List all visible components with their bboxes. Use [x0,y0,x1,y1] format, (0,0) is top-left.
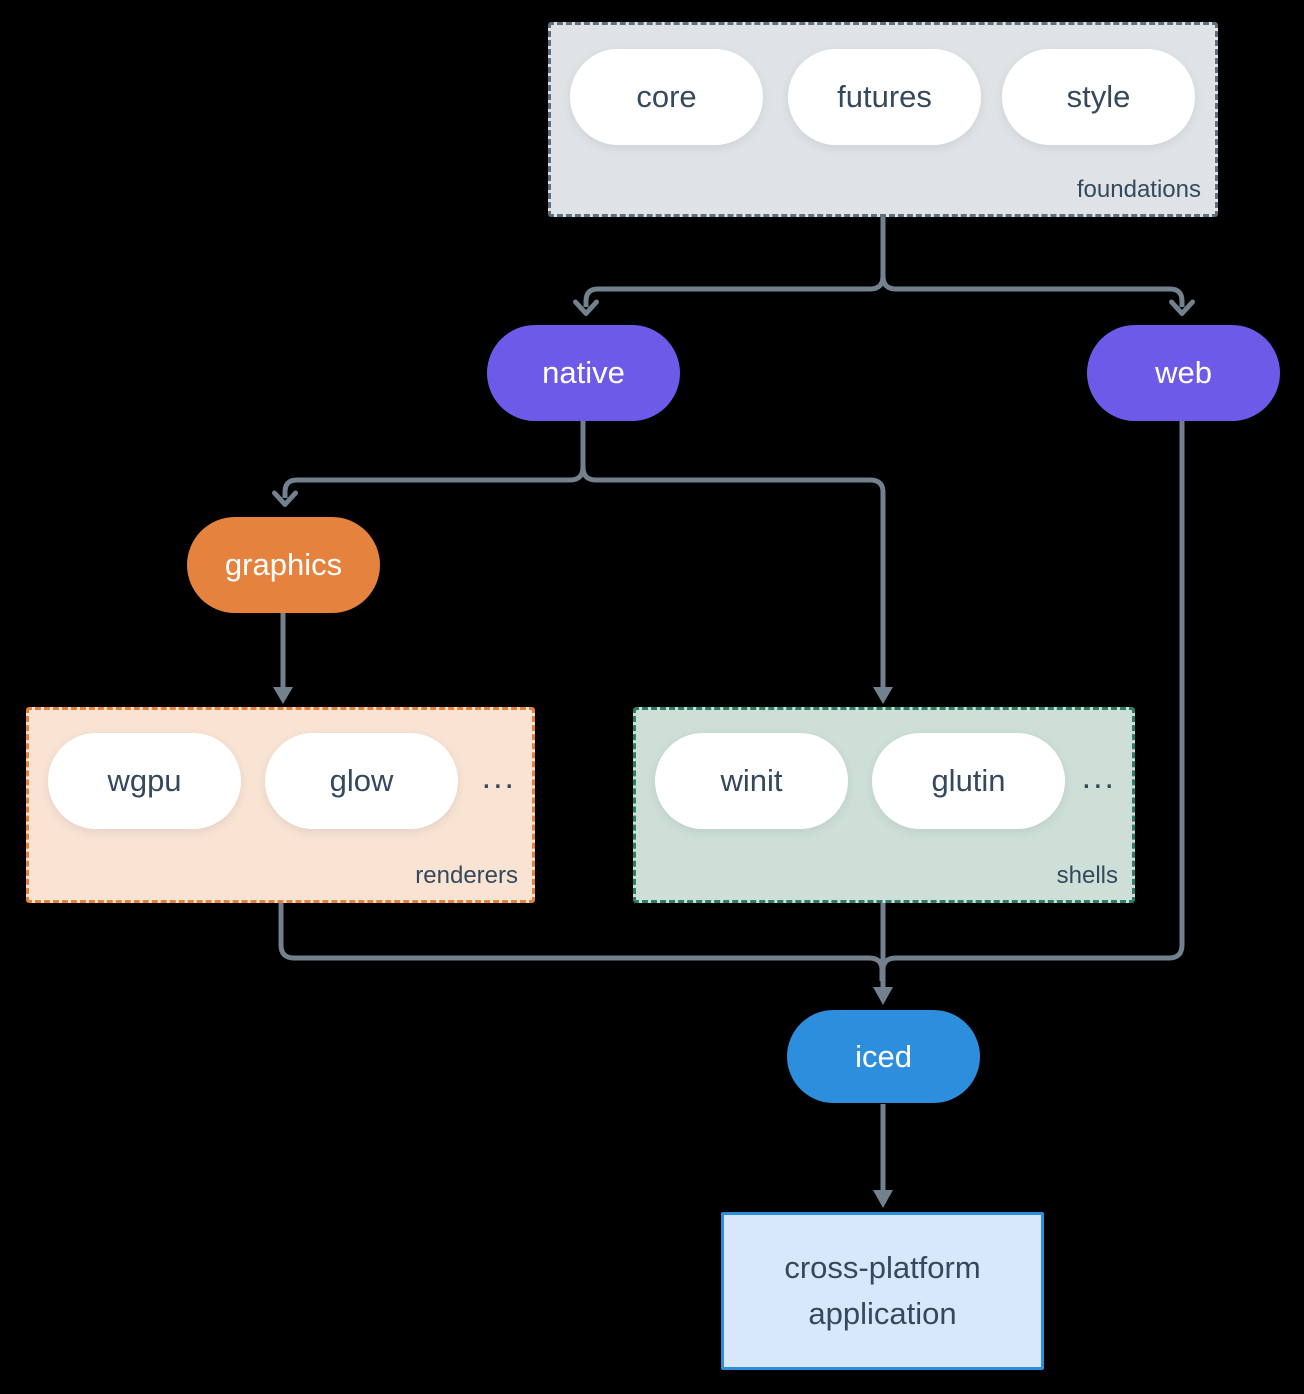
shells-ellipsis: ... [1081,758,1116,796]
foundations-group: core futures style foundations [548,22,1218,217]
node-futures: futures [788,49,981,145]
node-winit: winit [655,733,848,829]
connector-native-graphics [282,420,586,498]
node-winit-label: winit [720,763,783,798]
node-glutin: glutin [872,733,1065,829]
arrowhead-iced-icon [873,987,893,1005]
connector-foundations-native [583,216,886,307]
arrowhead-web-icon [1169,299,1195,316]
cross-platform-application-box: cross-platform application [721,1212,1044,1370]
node-web: web [1087,325,1280,421]
arrowhead-shells-icon [873,687,893,704]
node-web-label: web [1155,355,1212,390]
arrowhead-native-icon [573,299,599,316]
node-iced: iced [787,1010,980,1103]
node-graphics: graphics [187,517,380,613]
node-wgpu-label: wgpu [107,763,182,798]
node-graphics-label: graphics [224,547,343,582]
node-style-label: style [1066,79,1131,114]
node-native-label: native [542,355,625,390]
cross-platform-application-label: cross-platform application [784,1249,981,1332]
arrowhead-graphics-icon [272,490,298,507]
node-futures-label: futures [837,79,932,114]
node-glutin-label: glutin [931,763,1006,798]
node-glow-label: glow [329,763,394,798]
node-native: native [487,325,680,421]
shells-group: winit glutin ... shells [633,707,1135,903]
renderers-group-label: renderers [415,862,518,889]
arrowhead-renderers-icon [273,687,293,704]
foundations-group-label: foundations [1076,176,1201,203]
renderers-group: wgpu glow ... renderers [26,707,535,903]
node-core: core [570,49,763,145]
node-wgpu: wgpu [48,733,241,829]
renderers-ellipsis: ... [481,758,516,796]
connector-foundations-web [880,216,1185,307]
arrowhead-app-icon [873,1190,893,1208]
connector-native-shells [580,420,886,688]
connector-renderers-iced [278,903,885,981]
node-glow: glow [265,733,458,829]
node-style: style [1002,49,1195,145]
node-iced-label: iced [855,1038,912,1074]
shells-group-label: shells [1056,862,1118,889]
node-core-label: core [636,79,697,114]
